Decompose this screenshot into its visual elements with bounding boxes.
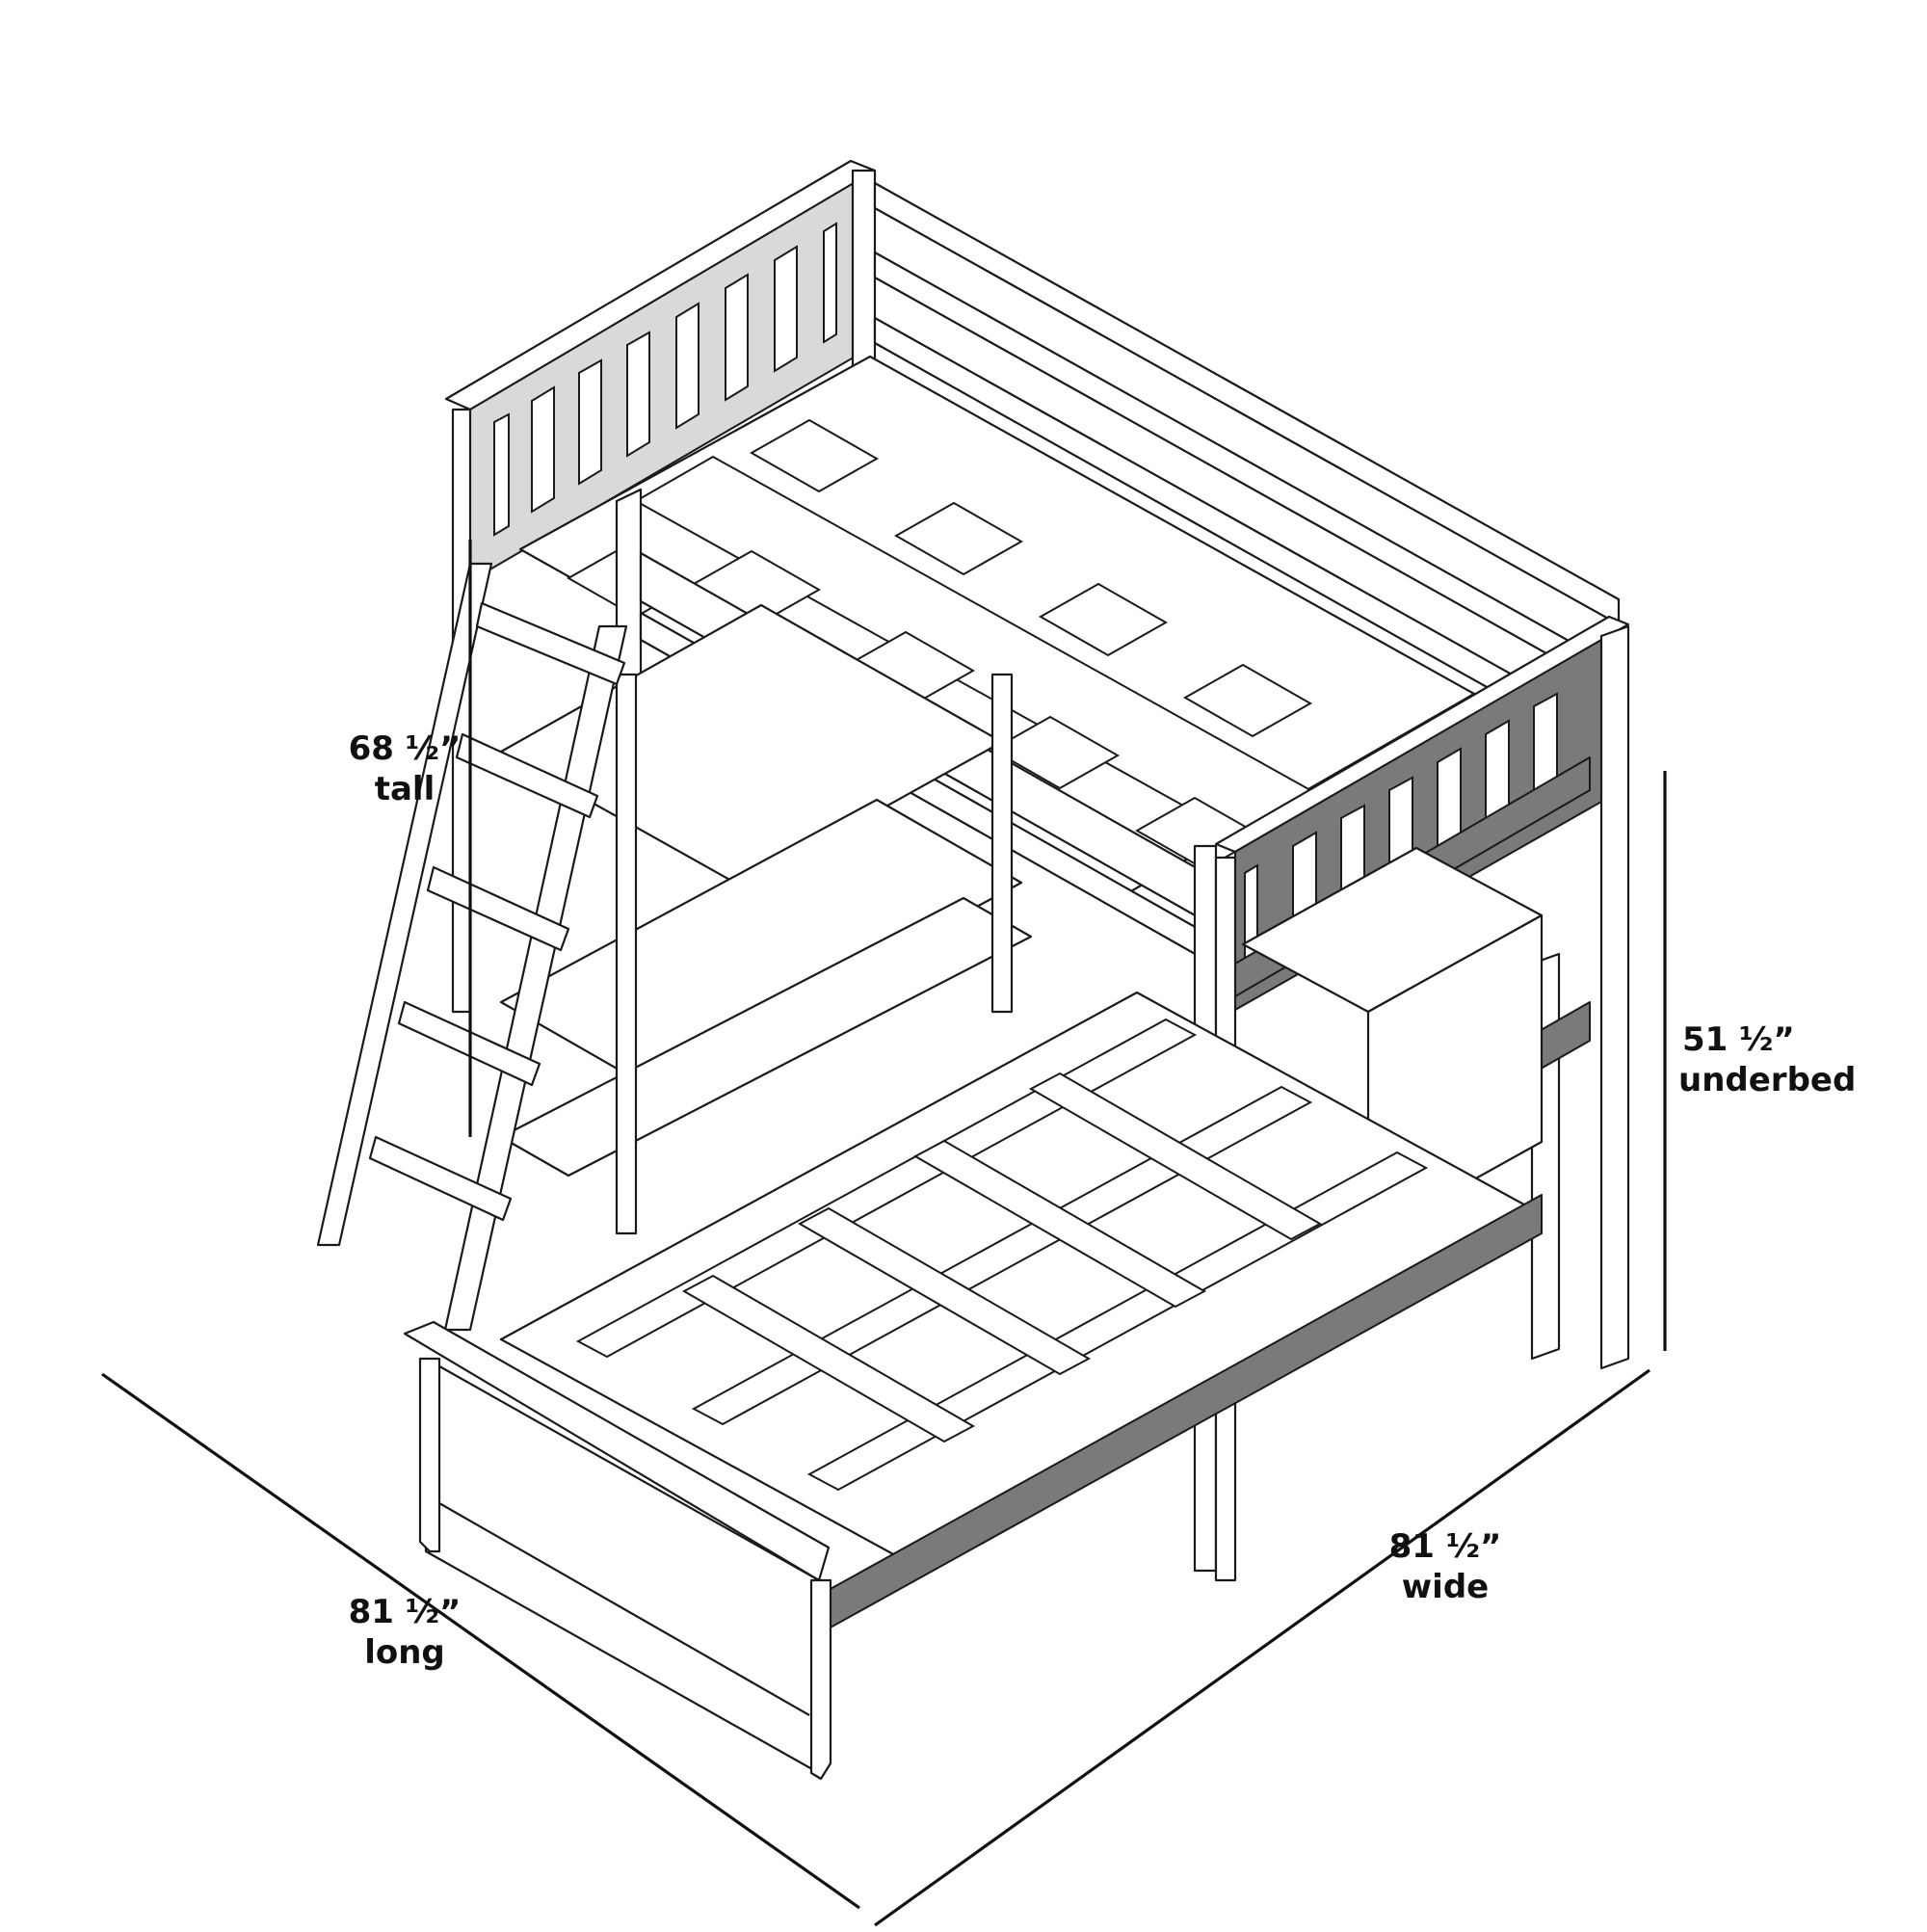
ladder [316, 562, 628, 1332]
underbed-caption: underbed [1678, 1061, 1857, 1099]
tall-value: 68 ½” [348, 729, 462, 768]
wide-dimension-label: 81 ½” wide [1387, 1526, 1503, 1607]
lower-bed [403, 846, 1544, 1781]
underbed-value: 51 ½” [1682, 1020, 1795, 1059]
long-dimension-label: 81 ½” long [347, 1592, 462, 1673]
long-caption: long [364, 1633, 445, 1672]
wide-value: 81 ½” [1388, 1527, 1502, 1566]
underbed-dimension-label: 51 ½” underbed [1678, 1019, 1857, 1100]
upper-deck [518, 355, 1476, 894]
storage-shelves [499, 603, 1033, 1235]
wide-caption: wide [1401, 1568, 1490, 1606]
long-value: 81 ½” [348, 1593, 462, 1631]
tall-caption: tall [374, 770, 436, 808]
upper-far-rail [873, 181, 1621, 763]
dimension-lines [101, 540, 1667, 1927]
wide-dimension-line [874, 1368, 1650, 1927]
tall-dimension-label: 68 ½” tall [337, 728, 472, 809]
long-dimension-line [101, 1372, 860, 1910]
